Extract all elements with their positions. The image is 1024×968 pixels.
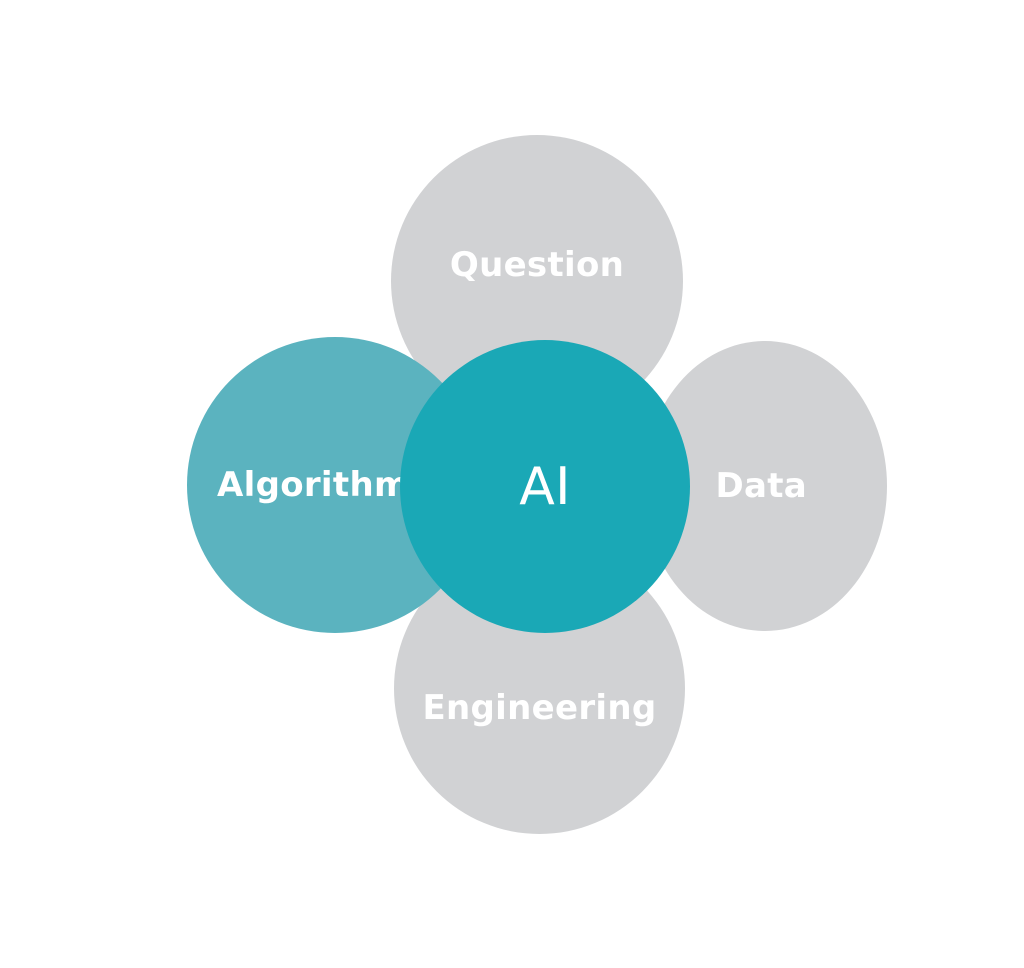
question-label: Question xyxy=(449,245,625,285)
algorithm-label: Algorithm xyxy=(217,465,410,505)
ai-label: AI xyxy=(519,456,571,517)
ai-center-circle: AI xyxy=(400,340,690,633)
data-label: Data xyxy=(715,466,807,506)
engineering-label: Engineering xyxy=(422,688,657,728)
